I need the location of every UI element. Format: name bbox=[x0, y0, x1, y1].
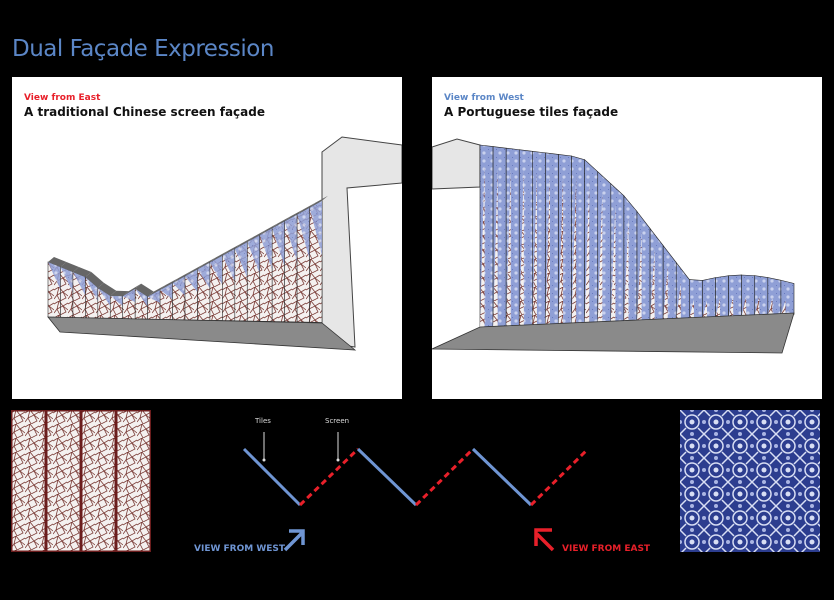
fin-cap bbox=[147, 284, 167, 297]
tile-fin-face bbox=[197, 262, 210, 289]
tile-fin-face bbox=[234, 241, 248, 278]
tile-fin-face bbox=[272, 221, 285, 267]
end-block bbox=[321, 136, 402, 348]
screen-facade-caption: A traditional Chinese screen façade bbox=[24, 105, 265, 119]
screen-fin-face bbox=[780, 300, 786, 315]
screen-fin-face bbox=[741, 295, 747, 317]
screen-fin-face bbox=[532, 171, 537, 325]
screen-fin-face bbox=[767, 297, 773, 316]
screen-fin-face bbox=[650, 248, 655, 321]
fin-cap bbox=[160, 277, 179, 290]
tile-fin-face bbox=[48, 262, 61, 290]
tile-fin-face bbox=[259, 228, 273, 271]
screen-fin-face bbox=[571, 175, 577, 324]
tile-fin-face bbox=[297, 207, 310, 260]
view-from-west-label: View from West bbox=[444, 93, 524, 103]
tile-fin-face bbox=[222, 248, 235, 282]
screen-leader-dot bbox=[336, 458, 340, 462]
fin-cap bbox=[197, 257, 216, 270]
tiles-leader-dot bbox=[262, 458, 266, 462]
tile-fin-face bbox=[284, 214, 298, 263]
screen-segment bbox=[529, 447, 590, 507]
screen-fin-face bbox=[519, 169, 524, 326]
screen-fin-face bbox=[480, 165, 485, 327]
fin-cap bbox=[209, 250, 229, 263]
tiles-segment bbox=[356, 447, 418, 507]
tile-fin-face bbox=[247, 235, 260, 274]
screen-fin-face bbox=[610, 203, 616, 322]
screen-label: Screen bbox=[325, 417, 350, 425]
tiles-pattern-swatch bbox=[680, 410, 820, 552]
fin-cap bbox=[172, 271, 191, 283]
fin-cap bbox=[60, 261, 79, 272]
fin-cap bbox=[259, 223, 279, 235]
screen-segment bbox=[414, 447, 475, 507]
screen-fin-face bbox=[584, 179, 590, 323]
screen-facade-rendering bbox=[47, 136, 402, 351]
tile-fin-face bbox=[172, 276, 185, 296]
screen-fin-face bbox=[689, 299, 694, 319]
fin-cap bbox=[272, 216, 291, 229]
east-arrow-icon bbox=[534, 528, 555, 552]
fin-cap bbox=[135, 283, 154, 297]
tiles-facade-caption: A Portuguese tiles façade bbox=[444, 105, 619, 119]
tile-fin-face bbox=[209, 255, 223, 285]
tile-fin-face bbox=[309, 200, 322, 256]
fin-cap bbox=[97, 282, 117, 296]
fin-cap bbox=[110, 290, 129, 297]
page-title: Dual Façade Expression bbox=[12, 36, 274, 62]
base-slab bbox=[432, 312, 795, 354]
east-view-panel: View from East A traditional Chinese scr… bbox=[12, 77, 402, 399]
end-block bbox=[432, 138, 481, 190]
tile-fin-face bbox=[185, 269, 198, 293]
fin-cap bbox=[284, 209, 304, 222]
view-from-east-label: View from East bbox=[24, 93, 101, 103]
fin-cap bbox=[72, 266, 92, 277]
tile-fin-face bbox=[147, 289, 161, 304]
fin-cap bbox=[122, 283, 142, 297]
tiles-label: Tiles bbox=[255, 417, 271, 425]
screen-fin-face bbox=[558, 174, 564, 324]
tiles-facade-rendering bbox=[432, 138, 795, 354]
west-arrow-icon bbox=[283, 529, 305, 552]
tile-fin-face bbox=[160, 282, 173, 300]
fin-cap bbox=[309, 195, 328, 208]
screen-segment bbox=[298, 447, 360, 507]
tiles-segment bbox=[471, 447, 533, 507]
fin-cap bbox=[234, 236, 254, 249]
base-slab bbox=[47, 316, 357, 351]
screen-fin-face bbox=[702, 300, 707, 319]
fin-cap bbox=[185, 264, 204, 277]
fin-cap bbox=[48, 257, 67, 267]
screen-fin-face bbox=[623, 215, 629, 322]
tiles-segment bbox=[242, 447, 302, 507]
screen-pattern-swatch bbox=[11, 410, 151, 552]
tile-fin-face bbox=[122, 288, 136, 303]
fin-cap bbox=[247, 230, 266, 242]
tile-fin-face bbox=[97, 287, 111, 306]
view-from-west-diagram-label: VIEW FROM WEST bbox=[194, 544, 286, 554]
tile-fin-face bbox=[72, 271, 86, 296]
fin-cap bbox=[297, 202, 316, 215]
screen-fin-face bbox=[545, 172, 550, 325]
fin-cap bbox=[222, 243, 241, 256]
view-from-east-diagram-label: VIEW FROM EAST bbox=[562, 544, 651, 554]
west-view-panel: View from West A Portuguese tiles façade bbox=[432, 77, 822, 399]
zigzag-plan-diagram bbox=[242, 432, 590, 552]
tile-fin-face bbox=[85, 276, 98, 302]
fin-cap bbox=[85, 271, 104, 288]
